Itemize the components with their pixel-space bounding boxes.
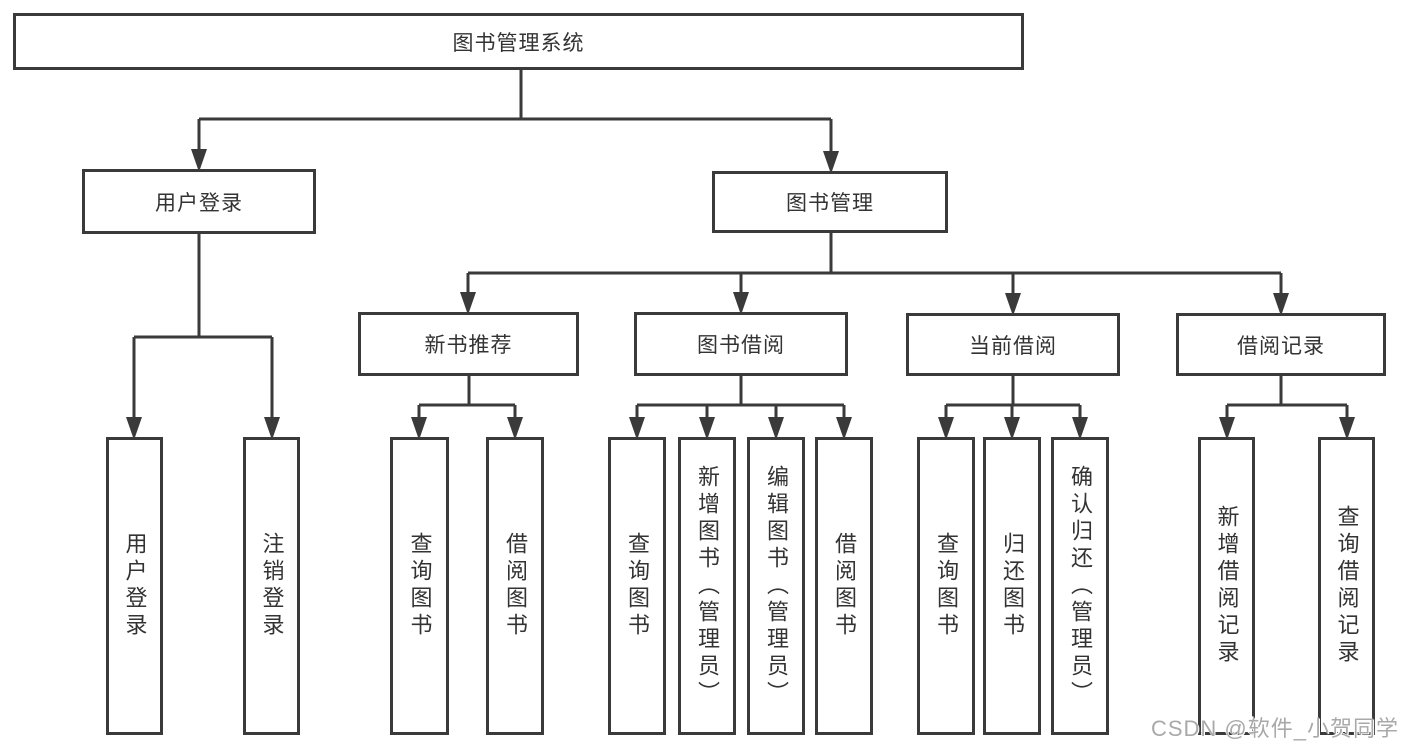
- leaf-add-books-admin: 新增图书（管理员）: [678, 437, 736, 735]
- arrowhead-icon: [1339, 417, 1355, 440]
- node-library-management-system: 图书管理系统: [13, 13, 1024, 70]
- arrowhead-icon: [264, 417, 280, 440]
- node-book-borrowing: 图书借阅: [634, 312, 848, 376]
- node-label: 查询图书: [934, 532, 959, 640]
- node-current-borrowing: 当前借阅: [906, 313, 1120, 376]
- arrowhead-icon: [1072, 417, 1088, 440]
- arrowhead-icon: [823, 151, 839, 174]
- node-label: 图书管理系统: [452, 31, 585, 55]
- arrowhead-icon: [1005, 293, 1021, 316]
- arrowhead-icon: [1273, 293, 1289, 316]
- arrowhead-icon: [191, 149, 207, 172]
- node-label: 图书管理: [786, 192, 874, 215]
- node-label: 查询借阅记录: [1334, 505, 1360, 667]
- arrowhead-icon: [629, 417, 645, 440]
- leaf-borrow-books: 借阅图书: [815, 437, 873, 735]
- leaf-query-borrow-record: 查询借阅记录: [1318, 437, 1375, 735]
- arrowhead-icon: [1219, 417, 1235, 440]
- node-label: 查询图书: [625, 532, 650, 640]
- arrowhead-icon: [938, 417, 954, 440]
- node-book-management: 图书管理: [712, 171, 948, 233]
- node-label: 编辑图书（管理员）: [764, 464, 789, 708]
- arrowhead-icon: [699, 417, 715, 440]
- node-label: 确认归还（管理员）: [1068, 464, 1093, 708]
- arrowhead-icon: [733, 292, 749, 315]
- node-label: 新增借阅记录: [1214, 505, 1240, 667]
- node-user-login: 用户登录: [82, 169, 316, 234]
- node-label: 用户登录: [155, 191, 243, 215]
- node-label: 归还图书: [1000, 532, 1025, 640]
- leaf-query-books: 查询图书: [917, 437, 975, 735]
- node-label: 新增图书（管理员）: [695, 464, 720, 708]
- arrowhead-icon: [507, 417, 523, 440]
- leaf-borrow-books: 借阅图书: [486, 437, 544, 735]
- leaf-add-borrow-record: 新增借阅记录: [1198, 437, 1255, 735]
- node-label: 注销登录: [259, 532, 285, 640]
- arrowhead-icon: [836, 417, 852, 440]
- leaf-edit-books-admin: 编辑图书（管理员）: [747, 437, 805, 735]
- node-label: 新书推荐: [424, 334, 513, 357]
- connector-path: [132, 70, 1349, 431]
- node-label: 借阅图书: [832, 532, 857, 640]
- node-new-book-recommendation: 新书推荐: [358, 312, 579, 376]
- leaf-confirm-return-admin: 确认归还（管理员）: [1051, 437, 1109, 735]
- node-borrowing-records: 借阅记录: [1176, 313, 1386, 376]
- arrowhead-icon: [460, 292, 476, 315]
- arrowhead-icon: [411, 417, 427, 440]
- leaf-query-books: 查询图书: [390, 437, 449, 735]
- arrowhead-icon: [126, 417, 142, 440]
- leaf-logout: 注销登录: [243, 437, 300, 735]
- arrowhead-icon: [768, 417, 784, 440]
- node-label: 查询图书: [407, 532, 433, 640]
- node-label: 当前借阅: [969, 334, 1057, 358]
- arrowhead-icon: [1004, 417, 1020, 440]
- csdn-watermark: CSDN @软件_小贺同学: [1150, 716, 1399, 741]
- node-label: 借阅记录: [1237, 334, 1325, 358]
- leaf-user-login: 用户登录: [106, 437, 163, 735]
- node-label: 用户登录: [122, 532, 148, 640]
- leaf-return-books: 归还图书: [983, 437, 1041, 735]
- node-label: 借阅图书: [503, 532, 528, 640]
- node-label: 图书借阅: [697, 334, 785, 357]
- leaf-query-books: 查询图书: [608, 437, 666, 735]
